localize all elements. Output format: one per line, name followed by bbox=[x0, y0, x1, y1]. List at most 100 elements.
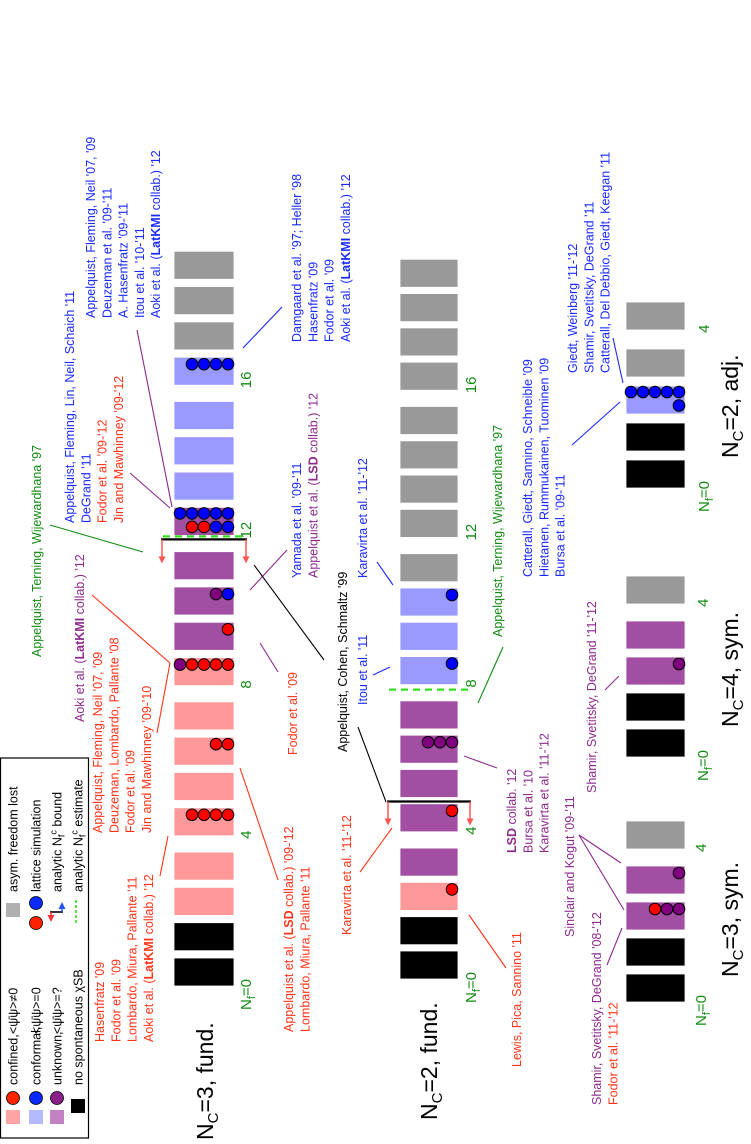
reference-text: Hasenfratz '09 bbox=[306, 262, 320, 342]
legend-label: asym. freedom lost bbox=[7, 786, 21, 892]
legend-label: confined,<ψ̄ψ>≠0 bbox=[7, 988, 21, 1085]
nf-tick-label: 4 bbox=[696, 325, 713, 333]
reference-text: Itou et al. '11 bbox=[356, 635, 370, 705]
reference-segment: Appelquist, Terning, Wijewardhana '97 bbox=[491, 425, 505, 637]
reference-text: Hasenfratz '09 bbox=[93, 962, 107, 1042]
nf-tick-rest: =0 bbox=[693, 995, 710, 1012]
panel-title-sub: C bbox=[205, 1112, 222, 1123]
lattice-result-dot-blue bbox=[648, 385, 662, 399]
reference-leader-line bbox=[571, 401, 621, 446]
bound-arrowhead-icon bbox=[58, 902, 66, 909]
reference-text: Hietanen, Rummukainen, Tuominen '09 bbox=[537, 358, 551, 577]
nf-block-no_sb bbox=[173, 957, 235, 987]
reference-text: Karavirta et al. '11-'12 bbox=[340, 815, 354, 935]
reference-text: Shamir, Svetitsky, DeGrand '08-'12 bbox=[590, 912, 604, 1105]
reference-leader-line bbox=[477, 646, 504, 704]
reference-segment: Bursa et al. '10 bbox=[521, 770, 535, 853]
reference-text: Jin and Mawhinney '09-'12 bbox=[112, 376, 126, 523]
reference-leader-line bbox=[253, 564, 325, 661]
nf-block-unknown bbox=[173, 551, 235, 581]
reference-text: LSD collab. '12 bbox=[505, 769, 519, 853]
nf-block-confined bbox=[173, 772, 235, 801]
legend-state-square bbox=[29, 1110, 43, 1124]
panel-title-sub: C bbox=[730, 699, 747, 710]
nf-tick-rest: =0 bbox=[238, 979, 255, 996]
reference-text: Deuzeman, Lombardo, Pallante '08 bbox=[107, 637, 121, 833]
lattice-result-dot-red bbox=[221, 737, 235, 751]
reference-leader-line bbox=[359, 827, 393, 873]
lattice-result-dot-purple bbox=[209, 587, 223, 601]
lattice-result-dot-red bbox=[185, 520, 199, 534]
reference-segment: Hasenfratz '09 bbox=[93, 962, 107, 1042]
reference-segment: Shamir, Svetitsky, DeGrand '11 bbox=[582, 202, 596, 373]
reference-segment: Yamada et al. '09-'11 bbox=[290, 462, 304, 578]
nf-block-unknown bbox=[399, 769, 459, 798]
nf-tick-label: 12 bbox=[463, 524, 480, 541]
lattice-result-dot-blue bbox=[445, 588, 459, 602]
nf-block-confined bbox=[173, 701, 235, 731]
panel-title-rest: =2, fund. bbox=[416, 1002, 442, 1092]
panel-title-n: N bbox=[717, 710, 743, 727]
reference-text: Giedt, Weinberg '11-'12 bbox=[566, 244, 580, 373]
nf-block-no_sb bbox=[625, 728, 686, 758]
reference-text: Bursa et al. '09-'11 bbox=[554, 474, 568, 577]
legend-formula: <ψ̄ψ>≠0 bbox=[7, 988, 21, 1034]
lattice-result-dot-red bbox=[209, 737, 223, 751]
reference-leader-line bbox=[578, 834, 625, 911]
nf-block-conformal bbox=[399, 621, 459, 651]
reference-segment: collab.) '12 bbox=[306, 393, 320, 457]
lattice-result-dot-red bbox=[648, 902, 662, 916]
reference-segment: Appelquist et al. ( bbox=[306, 481, 320, 578]
reference-text: Lombardo, Miura, Pallante '11 bbox=[298, 867, 312, 1032]
nf-block-af_lost bbox=[173, 286, 235, 316]
nf-tick-sub: f bbox=[246, 995, 258, 999]
legend-label: conformal,<ψ̄ψ>=0 bbox=[30, 987, 44, 1085]
nf-block-af_lost bbox=[173, 250, 235, 280]
nf-block-unknown bbox=[399, 847, 459, 877]
panel-title: NC=4, sym. bbox=[717, 612, 747, 727]
lattice-result-dot-purple bbox=[672, 866, 686, 880]
legend-red-dot bbox=[29, 916, 43, 930]
lattice-result-dot-purple bbox=[173, 658, 187, 671]
lattice-result-dot-red bbox=[221, 658, 235, 671]
reference-segment: Appelquist, Fleming, Lin, Neil, Schaich … bbox=[63, 291, 77, 523]
legend-label-text: conformal, bbox=[30, 1027, 44, 1085]
reference-segment: collab. '12 bbox=[505, 769, 519, 828]
panel-title: NC=3, sym. bbox=[717, 862, 747, 977]
reference-segment: Catterall, Del Debbio, Giedt, Keegan '11 bbox=[599, 152, 613, 373]
reference-text: Catterall, Giedt, Sannino, Schneible '09 bbox=[521, 359, 535, 577]
lattice-result-dot-blue bbox=[197, 357, 211, 371]
reference-segment: Fodor et al. '11-'12 bbox=[606, 1002, 620, 1105]
nf-tick-label: Nf=0 bbox=[238, 979, 258, 1010]
reference-segment: collab.) '12 bbox=[339, 174, 353, 238]
nf-block-no_sb bbox=[625, 692, 686, 722]
reference-segment: Itou et al. '11 bbox=[356, 635, 370, 705]
panel-title-n: N bbox=[717, 960, 743, 977]
reference-segment: Lombardo, Miura, Pallante '11 bbox=[126, 877, 140, 1042]
nf-block-af_lost bbox=[625, 820, 686, 850]
lattice-result-dot-blue bbox=[185, 507, 199, 520]
reference-text: Fodor et al. '09-'12 bbox=[96, 420, 110, 523]
nf-block-af_lost bbox=[399, 258, 459, 288]
legend-label-pre: analytic N bbox=[72, 837, 86, 892]
nf-tick-label: 12 bbox=[238, 522, 255, 539]
reference-text: Jin and Mawhinney '09-'10 bbox=[140, 686, 154, 833]
reference-text: A. Hasenfratz '09-'11 bbox=[117, 203, 131, 318]
reference-leader-line bbox=[612, 337, 624, 384]
reference-segment: Appelquist, Fleming, Neil '07, '09 bbox=[91, 652, 105, 833]
reference-segment: Aoki et al. ( bbox=[73, 659, 87, 722]
lattice-result-dot-blue bbox=[636, 385, 650, 399]
reference-segment: Lombardo, Miura, Pallante '11 bbox=[298, 867, 312, 1032]
nf-tick-label: 4 bbox=[463, 826, 480, 834]
lattice-result-dot-blue bbox=[624, 385, 638, 399]
panel-title-rest: =4, sym. bbox=[717, 612, 743, 700]
nf-block-af_lost bbox=[173, 321, 235, 351]
reference-leader-line bbox=[604, 675, 620, 691]
reference-leader-line bbox=[249, 549, 288, 591]
reference-text: Appelquist, Cohen, Schmaltz '99 bbox=[336, 572, 350, 752]
reference-segment: Aoki et al. ( bbox=[149, 255, 163, 318]
bound-arrowhead-icon bbox=[47, 915, 55, 922]
lattice-result-dot-blue bbox=[209, 357, 223, 371]
reference-leader-line bbox=[259, 642, 279, 673]
